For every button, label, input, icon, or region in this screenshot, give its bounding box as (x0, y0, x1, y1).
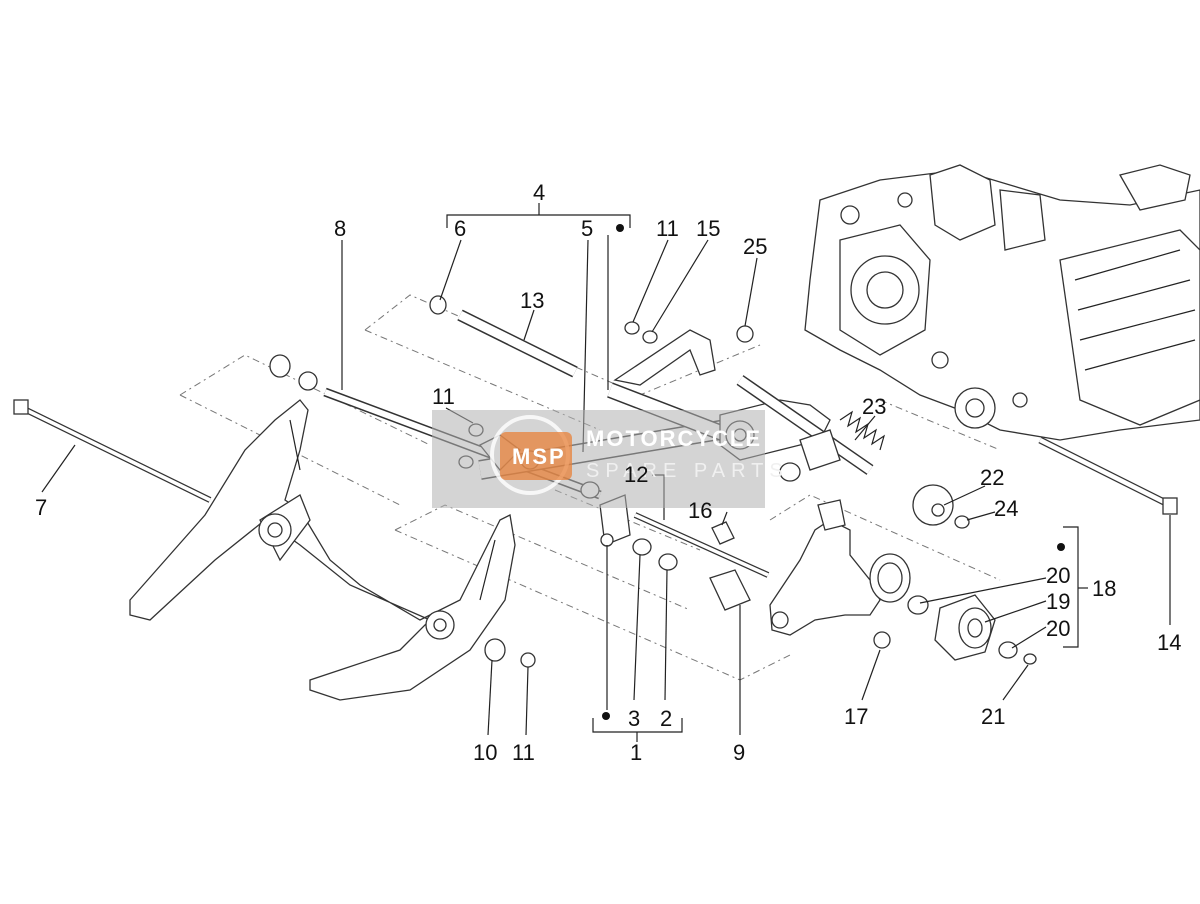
callout-8: 8 (334, 216, 346, 241)
callout-labels: 4 6 5 8 11 15 25 13 11 23 12 22 7 16 24 … (35, 180, 1181, 765)
callout-15: 15 (696, 216, 720, 241)
callout-20-bottom: 20 (1046, 616, 1070, 641)
watermark-line1: MOTORCYCLE (586, 426, 762, 451)
part-18-bracket (769, 499, 1037, 665)
engine-illustration (804, 164, 1200, 441)
callout-11-bottom: 11 (512, 740, 535, 765)
callout-10: 10 (473, 740, 497, 765)
part-7-bolt (13, 399, 212, 503)
callout-9: 9 (733, 740, 745, 765)
callout-14: 14 (1157, 630, 1181, 655)
leader-lines (41, 235, 1171, 736)
callout-18: 18 (1092, 576, 1116, 601)
callout-7: 7 (35, 495, 47, 520)
callout-2: 2 (660, 706, 672, 731)
watermark-logo: MSP (512, 444, 566, 469)
part-14-bolt (1038, 436, 1178, 515)
callout-16: 16 (688, 498, 712, 523)
callout-4: 4 (533, 180, 545, 205)
callout-21: 21 (981, 704, 1005, 729)
callout-19: 19 (1046, 589, 1070, 614)
callout-20-top: 20 (1046, 563, 1070, 588)
callout-25: 25 (743, 234, 767, 259)
callout-12: 12 (624, 462, 648, 487)
callout-24: 24 (994, 496, 1018, 521)
watermark-line2: SPARE PARTS (586, 460, 789, 482)
callout-17: 17 (844, 704, 868, 729)
callout-6: 6 (454, 216, 466, 241)
part-12-rod (633, 512, 770, 578)
callout-5: 5 (581, 216, 593, 241)
callout-13: 13 (520, 288, 544, 313)
callout-23: 23 (862, 394, 886, 419)
callout-11-mid: 11 (432, 384, 455, 409)
watermark: MSP MOTORCYCLE SPARE PARTS (432, 410, 789, 508)
swing-arm-bracket (129, 399, 516, 701)
callout-1: 1 (630, 740, 642, 765)
callout-22: 22 (980, 465, 1004, 490)
part-13-tube (457, 309, 578, 378)
callout-brackets (446, 203, 1088, 742)
callout-11-top: 11 (656, 216, 679, 241)
part-22-24 (912, 484, 970, 529)
callout-3: 3 (628, 706, 640, 731)
